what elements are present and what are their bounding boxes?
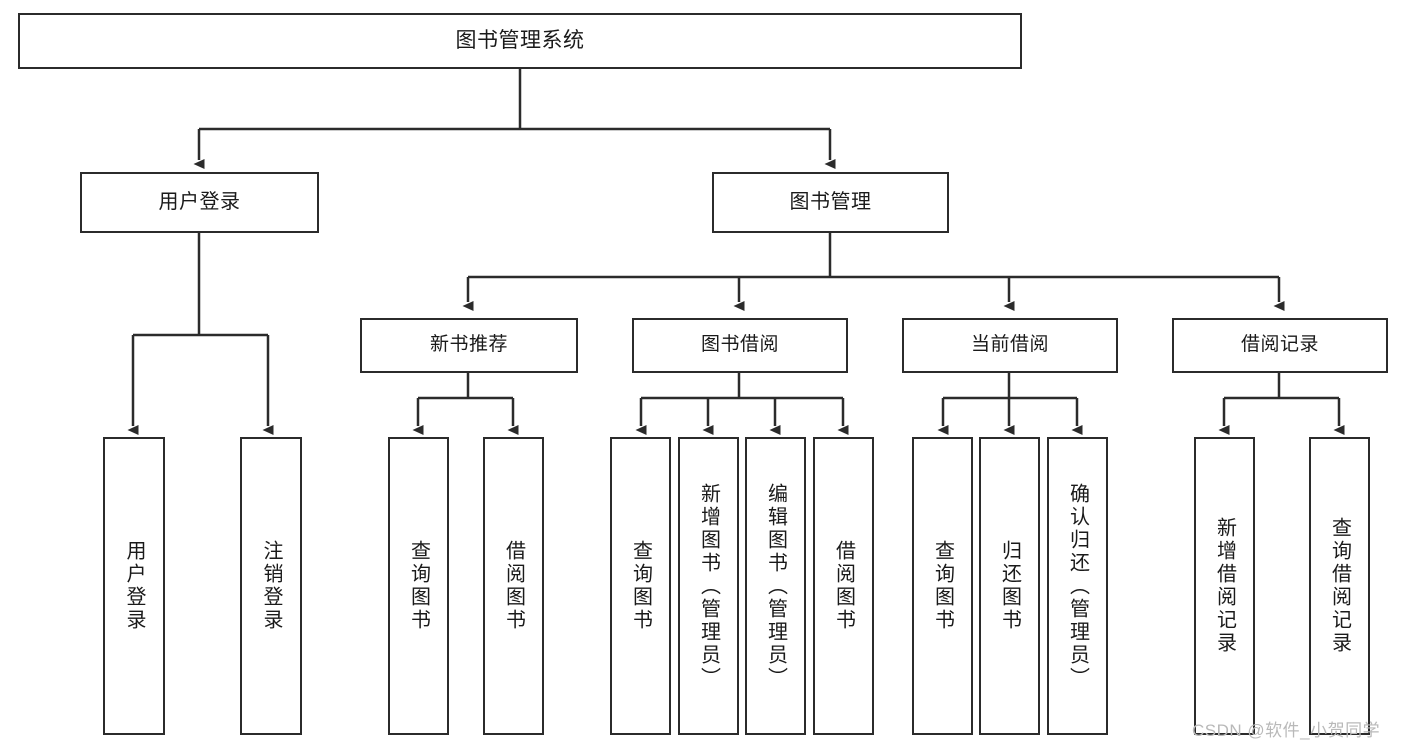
leaf-logout[interactable]: 注销登录 <box>240 437 302 735</box>
leaf-query-book-recommend[interactable]: 查询图书 <box>388 437 449 735</box>
leaf-return-book[interactable]: 归还图书 <box>979 437 1040 735</box>
node-book-borrow[interactable]: 图书借阅 <box>632 318 848 373</box>
leaf-query-book-current[interactable]: 查询图书 <box>912 437 973 735</box>
node-label: 用户登录 <box>123 540 145 632</box>
leaf-add-book-admin[interactable]: 新增图书（管理员） <box>678 437 739 735</box>
node-label: 新书推荐 <box>429 334 508 356</box>
node-label: 确认归还（管理员） <box>1066 482 1089 690</box>
node-label: 用户登录 <box>158 190 241 213</box>
node-label: 图书借阅 <box>700 334 779 356</box>
leaf-query-book-borrow[interactable]: 查询图书 <box>610 437 671 735</box>
node-borrow-record[interactable]: 借阅记录 <box>1172 318 1388 373</box>
node-label: 查询图书 <box>629 540 652 632</box>
node-label: 查询图书 <box>407 540 430 632</box>
node-label: 归还图书 <box>998 540 1021 632</box>
node-label: 当前借阅 <box>970 334 1049 356</box>
node-label: 图书管理系统 <box>455 28 585 52</box>
leaf-confirm-return-admin[interactable]: 确认归还（管理员） <box>1047 437 1108 735</box>
node-label: 新增借阅记录 <box>1213 517 1236 655</box>
node-book-management[interactable]: 图书管理 <box>712 172 949 233</box>
node-label: 查询借阅记录 <box>1328 517 1351 655</box>
node-user-login[interactable]: 用户登录 <box>80 172 319 233</box>
node-label: 借阅记录 <box>1240 334 1319 356</box>
node-current-borrow[interactable]: 当前借阅 <box>902 318 1118 373</box>
leaf-borrow-book[interactable]: 借阅图书 <box>813 437 874 735</box>
node-new-book-recommend[interactable]: 新书推荐 <box>360 318 578 373</box>
node-label: 借阅图书 <box>832 540 855 632</box>
node-label: 新增图书（管理员） <box>697 482 720 690</box>
csdn-watermark: CSDN @软件_小贺同学 <box>1192 721 1381 740</box>
node-label: 查询图书 <box>931 540 954 632</box>
leaf-add-borrow-record[interactable]: 新增借阅记录 <box>1194 437 1255 735</box>
leaf-user-login[interactable]: 用户登录 <box>103 437 165 735</box>
leaf-query-borrow-record[interactable]: 查询借阅记录 <box>1309 437 1370 735</box>
node-root-system[interactable]: 图书管理系统 <box>18 13 1022 69</box>
leaf-edit-book-admin[interactable]: 编辑图书（管理员） <box>745 437 806 735</box>
node-label: 借阅图书 <box>502 540 525 632</box>
node-label: 图书管理 <box>789 190 872 213</box>
node-label: 注销登录 <box>260 540 282 632</box>
node-label: 编辑图书（管理员） <box>764 482 787 690</box>
leaf-borrow-book-recommend[interactable]: 借阅图书 <box>483 437 544 735</box>
